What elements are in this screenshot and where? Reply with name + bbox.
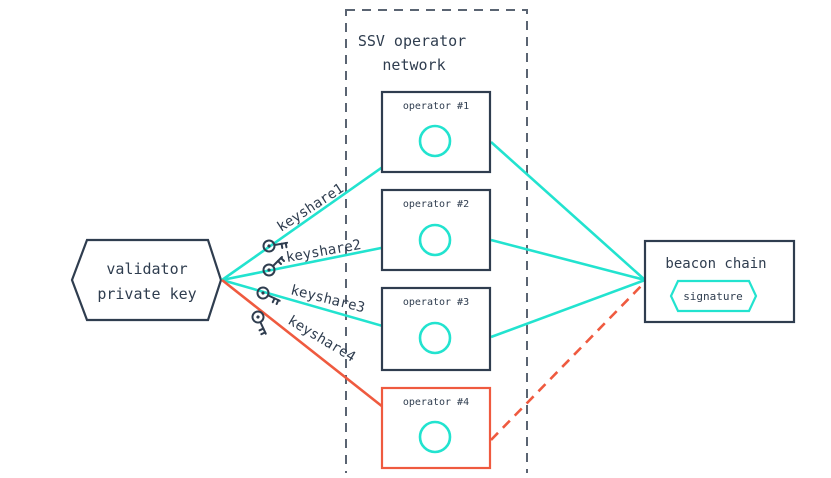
- operator-3-label: operator #3: [403, 297, 469, 308]
- validator-private-key-node: [70, 238, 223, 322]
- operator-1-node-icon: [418, 124, 452, 158]
- validator-label-line1: validator: [106, 260, 187, 278]
- signature-label: signature: [683, 290, 743, 303]
- signature-badge: [669, 279, 758, 313]
- validator-label-line2: private key: [97, 285, 196, 303]
- operator-network-boundary: [345, 9, 528, 478]
- operator4-to-beacon-link: [490, 281, 646, 441]
- key-icon: [246, 308, 274, 337]
- operator-1-label: operator #1: [403, 101, 469, 112]
- beacon-chain-node: beacon chain signature: [643, 239, 796, 324]
- operator-node-2: operator #2: [380, 188, 492, 272]
- network-label-line1: SSV operator: [358, 32, 466, 50]
- operator3-to-beacon-link: [490, 278, 646, 339]
- keyshare-label-1: keyshare1: [274, 181, 346, 236]
- operator-node-1: operator #1: [380, 90, 492, 174]
- operator-node-4: operator #4: [380, 386, 492, 470]
- operator-4-label: operator #4: [403, 397, 469, 408]
- operator1-to-beacon-link: [490, 141, 646, 281]
- operator-4-node-icon: [418, 420, 452, 454]
- operator-3-node-icon: [418, 321, 452, 355]
- beacon-chain-title: beacon chain: [665, 256, 766, 272]
- operator-node-3: operator #3: [380, 286, 492, 372]
- operator-2-label: operator #2: [403, 199, 469, 210]
- network-label-line2: network: [382, 56, 445, 74]
- operator2-to-beacon-link: [490, 238, 646, 282]
- operator-2-node-icon: [418, 223, 452, 257]
- key-icon: [262, 256, 285, 277]
- keyshare-label-2: keyshare2: [285, 237, 362, 266]
